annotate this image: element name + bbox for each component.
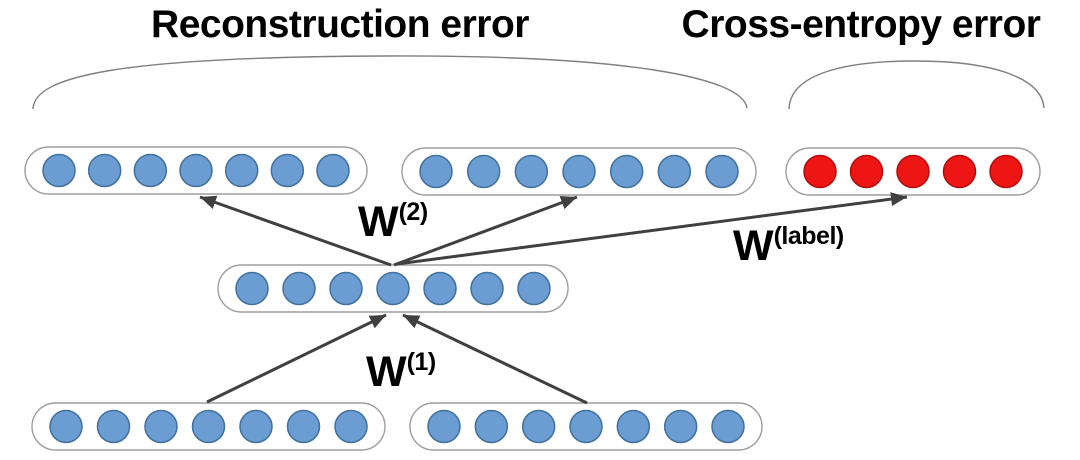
weight-label-w1: W(1) — [366, 350, 436, 394]
blue-node — [316, 153, 350, 188]
blue-node — [96, 409, 131, 444]
weight-label-wlabel: W(label) — [733, 224, 844, 268]
arrow-hidden-to-label — [396, 192, 908, 266]
label-output-group — [785, 147, 1041, 196]
red-node — [942, 154, 977, 189]
blue-node — [334, 409, 368, 444]
blue-node — [133, 153, 168, 188]
blue-node — [663, 409, 698, 444]
blue-node — [705, 154, 739, 189]
blue-node — [569, 409, 603, 444]
title-reconstruction-error: Reconstruction error — [151, 3, 529, 46]
blue-node — [42, 153, 76, 188]
arrow-input-right-to-hidden — [402, 313, 588, 405]
blue-node — [657, 154, 692, 189]
weight-label-w2: W(2) — [358, 200, 428, 244]
weight-label-wlabel-superscript: (label) — [773, 222, 845, 250]
blue-node — [474, 409, 509, 444]
blue-node — [235, 271, 269, 306]
blue-node — [270, 153, 305, 188]
red-node — [989, 154, 1023, 189]
hidden-layer-group — [217, 264, 569, 313]
blue-node — [427, 409, 461, 444]
arrow-hidden-to-recon-right — [393, 195, 578, 267]
arrow-input-left-to-hidden — [206, 313, 387, 404]
title-cross-entropy-error: Cross-entropy error — [681, 3, 1041, 46]
blue-node — [286, 409, 321, 444]
blue-node — [470, 271, 504, 306]
arrow-hidden-to-recon-left — [199, 195, 392, 267]
blue-node — [144, 409, 178, 444]
blue-node — [282, 271, 316, 306]
brace-reconstruction-error — [32, 55, 748, 110]
input-group-left — [31, 402, 386, 451]
blue-node — [517, 271, 551, 306]
brace-cross-entropy-error — [788, 60, 1045, 110]
blue-node — [711, 409, 745, 444]
red-node — [803, 154, 837, 189]
blue-node — [191, 409, 226, 444]
blue-node — [87, 153, 122, 188]
blue-node — [179, 153, 213, 188]
blue-node — [239, 409, 273, 444]
input-group-right — [409, 402, 763, 451]
red-node — [849, 154, 884, 189]
weight-label-w2-superscript: (2) — [398, 198, 429, 226]
blue-node — [224, 153, 259, 188]
blue-node — [616, 409, 651, 444]
red-node — [896, 154, 930, 189]
blue-node — [514, 154, 549, 189]
blue-node — [609, 154, 644, 189]
blue-node — [466, 154, 501, 189]
weight-label-w1-base: W — [366, 348, 407, 396]
blue-node — [419, 154, 453, 189]
weight-label-w1-superscript: (1) — [406, 348, 437, 376]
weight-label-w2-base: W — [358, 198, 399, 246]
reconstruction-output-group-right — [401, 147, 757, 196]
blue-node — [423, 271, 457, 306]
blue-node — [49, 409, 83, 444]
weight-label-wlabel-base: W — [733, 222, 774, 270]
blue-node — [562, 154, 596, 189]
blue-node — [521, 409, 556, 444]
blue-node — [329, 271, 363, 306]
blue-node — [376, 271, 410, 306]
reconstruction-output-group-left — [24, 146, 368, 195]
